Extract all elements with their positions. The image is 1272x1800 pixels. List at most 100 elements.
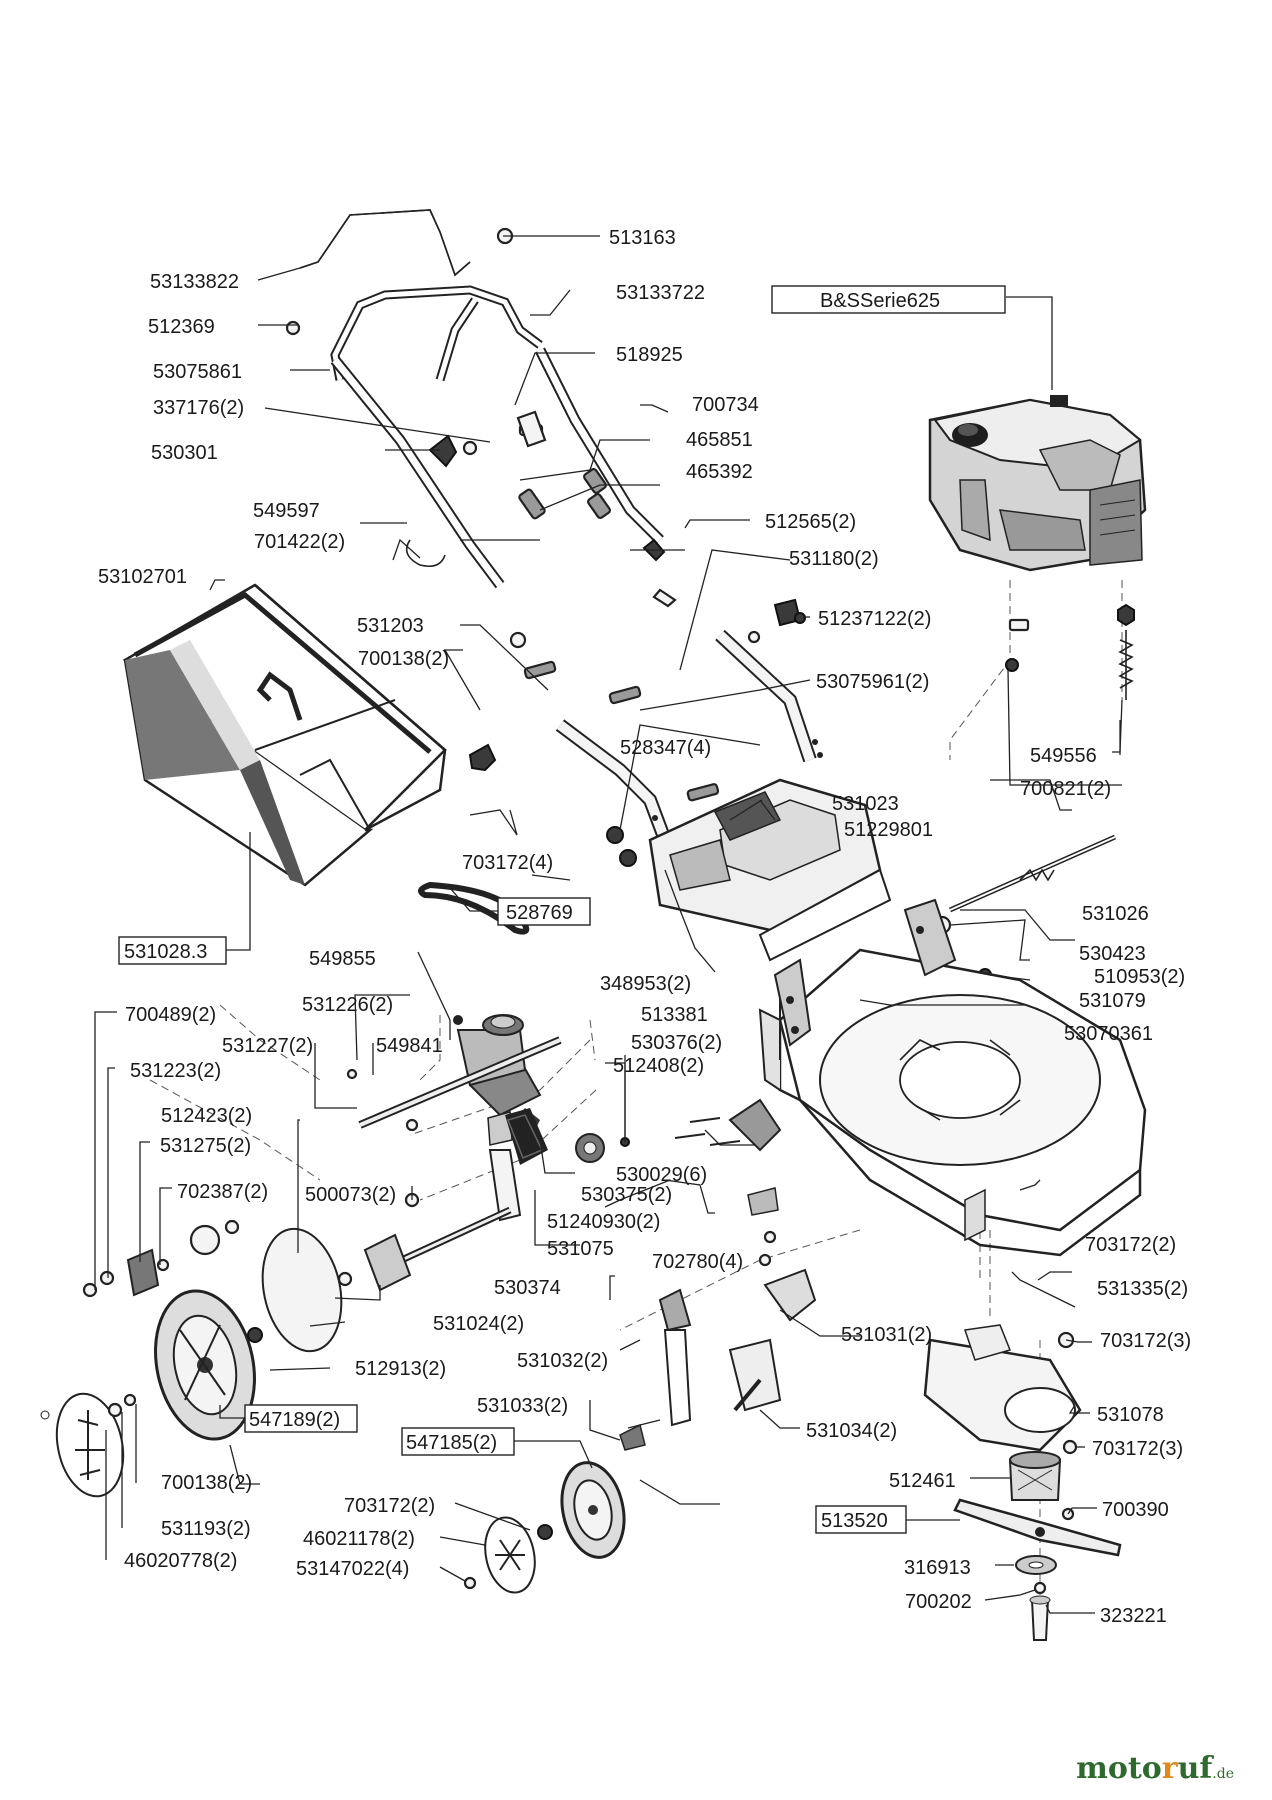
part-label: 500073(2) (305, 1184, 396, 1206)
belt-callout: 528769 (449, 887, 591, 926)
handle-bar-lower (330, 347, 664, 589)
part-label: 531034(2) (806, 1420, 897, 1442)
blade-washer-bolt (1015, 1507, 1075, 1641)
front-hubcap (463, 1516, 553, 1594)
watermark-part: r (1161, 1751, 1178, 1786)
part-label: 316913 (904, 1557, 971, 1579)
blade-adapter (1008, 1451, 1062, 1501)
part-label: 51229801 (844, 819, 933, 841)
part-label: 513163 (609, 227, 676, 249)
part-label: 46021178(2) (303, 1528, 415, 1550)
part-label: 531075 (547, 1238, 614, 1260)
part-label: 530374 (494, 1277, 561, 1299)
part-label: 549855 (309, 948, 376, 970)
part-label: 531078 (1097, 1404, 1164, 1426)
front-wheel-callout-text: 547185(2) (406, 1432, 497, 1454)
part-label: 703172(2) (344, 1495, 435, 1517)
part-label: 530029(6) (616, 1164, 707, 1186)
boxed-labels: B&SSerie625 531028.3 528769 547189(2) 54… (118, 285, 1006, 1534)
grassbag-callout-text: 531028.3 (124, 941, 207, 963)
lower-handle-left (555, 719, 672, 843)
part-label: 531024(2) (433, 1313, 524, 1335)
part-label: 703172(3) (1092, 1438, 1183, 1460)
part-label: 703172(2) (1085, 1234, 1176, 1256)
part-label: 530376(2) (631, 1032, 722, 1054)
part-label: 700734 (692, 394, 759, 416)
blade-adapter-housing (923, 1324, 1082, 1455)
part-label: 46020778(2) (124, 1550, 237, 1572)
part-label: 531033(2) (477, 1395, 568, 1417)
drive-pinion (575, 1133, 605, 1163)
leader-lines (94, 235, 1122, 1614)
part-label: 700202 (905, 1591, 972, 1613)
upper-handle-bar (299, 209, 471, 277)
rear-deflector (648, 778, 892, 962)
watermark-part: moto (1076, 1751, 1162, 1786)
grassbag-callout: 531028.3 (118, 832, 251, 965)
blade-callout-text: 513520 (821, 1510, 888, 1532)
part-label: 53147022(4) (296, 1558, 409, 1580)
part-label: 510953(2) (1094, 966, 1185, 988)
top-handle (330, 285, 543, 382)
part-label: 700390 (1102, 1499, 1169, 1521)
part-label: 531079 (1079, 990, 1146, 1012)
axle-assembly (363, 1149, 522, 1292)
part-label: 703172(3) (1100, 1330, 1191, 1352)
part-label: 531193(2) (161, 1518, 251, 1540)
part-label: 513381 (641, 1004, 708, 1026)
part-label: 53075961(2) (816, 671, 929, 693)
part-number-labels: 513163 53133822 53133722 512369 53075861… (98, 227, 1191, 1627)
rear-wheel-small-parts (82, 1219, 353, 1418)
watermark-part: .de (1212, 1766, 1234, 1782)
watermark-part: uf (1177, 1751, 1213, 1786)
part-label: 531026 (1082, 903, 1149, 925)
part-label: 530375(2) (581, 1184, 672, 1206)
lower-handle-right (715, 629, 823, 763)
mower-deck (758, 898, 1147, 1257)
part-label: 531223(2) (130, 1060, 221, 1082)
site-watermark: motoruf.de (1076, 1751, 1234, 1786)
rear-wheel-callout: 547189(2) (219, 1404, 358, 1433)
part-label: 531203 (357, 615, 424, 637)
part-label: 465851 (686, 429, 753, 451)
part-label: 512913(2) (355, 1358, 446, 1380)
part-label: 465392 (686, 461, 753, 483)
part-label: 549597 (253, 500, 320, 522)
part-label: 323221 (1100, 1605, 1167, 1627)
engine (928, 395, 1147, 572)
part-label: 531227(2) (222, 1035, 313, 1057)
grass-catcher-bag (122, 583, 447, 887)
part-label: 531335(2) (1097, 1278, 1188, 1300)
belt-callout-text: 528769 (506, 902, 573, 924)
part-label: 531023 (832, 793, 899, 815)
part-label: 700138(2) (161, 1472, 252, 1494)
part-label: 531226(2) (302, 994, 393, 1016)
part-label: 530301 (151, 442, 218, 464)
part-label: 531180(2) (789, 548, 879, 570)
part-label: 337176(2) (153, 397, 244, 419)
part-label: 703172(4) (462, 852, 553, 874)
part-label: 512408(2) (613, 1055, 704, 1077)
part-label: 700821(2) (1020, 778, 1111, 800)
part-label: 518925 (616, 344, 683, 366)
part-label: 702387(2) (177, 1181, 268, 1203)
leader-line (1112, 699, 1123, 753)
part-label: 512423(2) (161, 1105, 252, 1127)
cutting-blade (953, 1498, 1122, 1557)
part-label: 512461 (889, 1470, 956, 1492)
part-label: 528347(4) (620, 737, 711, 759)
part-label: 512369 (148, 316, 215, 338)
rear-wheel-callout-text: 547189(2) (249, 1409, 340, 1431)
gearbox-drive-assembly (358, 1014, 562, 1146)
part-label: 530423 (1079, 943, 1146, 965)
height-adjust-brackets (619, 1268, 817, 1451)
drive-fasteners (346, 1068, 782, 1267)
part-label: 53075861 (153, 361, 242, 383)
front-wheel (560, 1461, 626, 1559)
engine-callout-text: B&SSerie625 (820, 290, 940, 312)
part-label: 700138(2) (358, 648, 449, 670)
rear-hubcap-disc (261, 1227, 343, 1353)
part-label: 701422(2) (254, 531, 345, 553)
part-label: 348953(2) (600, 973, 691, 995)
